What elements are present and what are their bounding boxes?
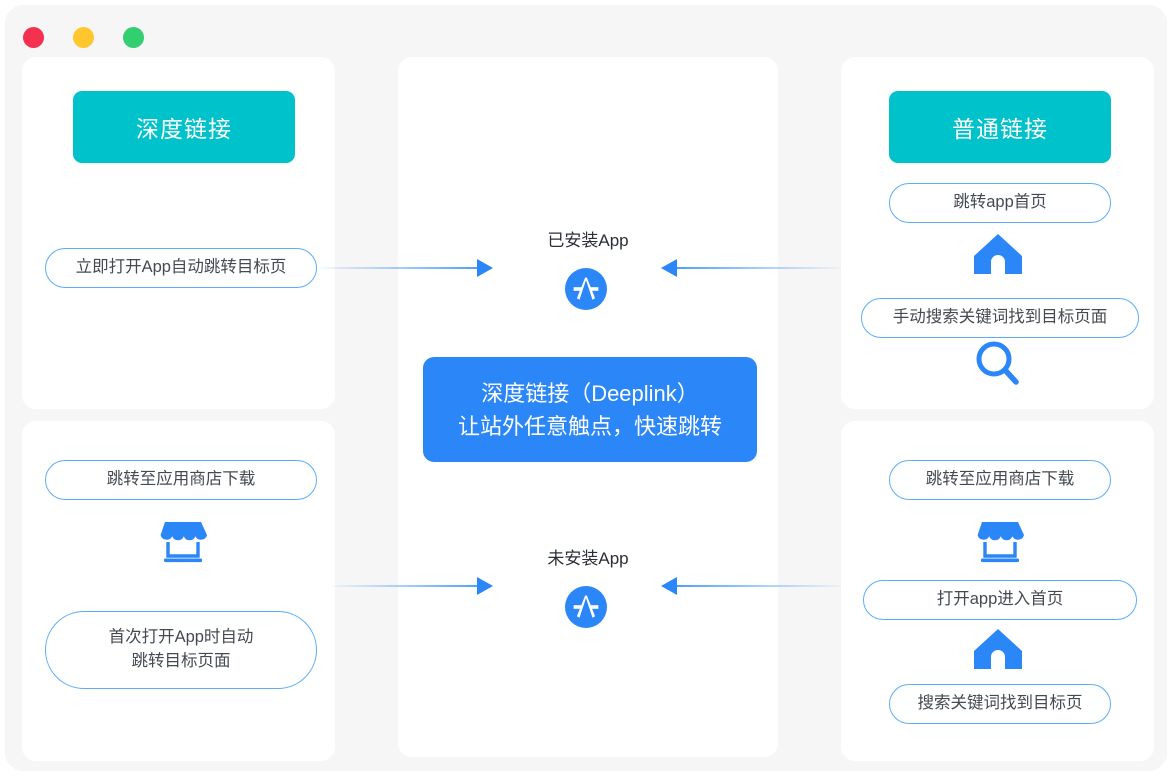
app-window: 深度链接 立即打开App自动跳转目标页 跳转至应用商店下载 首次打开App时自动… (5, 5, 1167, 771)
home-icon (971, 231, 1025, 277)
maximize-button[interactable] (123, 27, 144, 48)
step-goto-appstore-download-right[interactable]: 跳转至应用商店下载 (889, 460, 1111, 500)
header-deeplink[interactable]: 深度链接 (73, 91, 295, 163)
step-open-app-enter-home[interactable]: 打开app进入首页 (863, 580, 1137, 620)
store-icon (972, 512, 1028, 568)
arrow-right-to-installed-head (661, 259, 677, 277)
title-bar (5, 5, 1167, 62)
minimize-button[interactable] (73, 27, 94, 48)
arrow-left-to-uninstalled-head (477, 577, 493, 595)
appstore-icon (565, 268, 607, 310)
store-icon (155, 512, 211, 568)
deeplink-callout: 深度链接（Deeplink） 让站外任意触点，快速跳转 (423, 357, 757, 462)
close-button[interactable] (23, 27, 44, 48)
arrow-left-to-installed-line (319, 267, 479, 269)
arrow-left-to-installed-head (477, 259, 493, 277)
home-icon (971, 626, 1025, 672)
label-installed-app: 已安装App (547, 231, 629, 250)
label-uninstalled-app: 未安装App (547, 549, 629, 568)
appstore-icon (565, 586, 607, 628)
step-search-keyword-target-page[interactable]: 搜索关键词找到目标页 (889, 684, 1111, 724)
arrow-left-to-uninstalled-line (333, 585, 479, 587)
callout-line-1: 深度链接（Deeplink） (481, 380, 699, 406)
step-jump-app-home[interactable]: 跳转app首页 (889, 183, 1111, 223)
step-open-app-jump-target[interactable]: 立即打开App自动跳转目标页 (45, 248, 317, 288)
arrow-right-to-installed-line (677, 267, 841, 269)
search-icon (971, 338, 1025, 390)
callout-line-2: 让站外任意触点，快速跳转 (457, 413, 722, 439)
arrow-right-to-uninstalled-line (677, 585, 841, 587)
step-goto-appstore-download-left[interactable]: 跳转至应用商店下载 (45, 460, 317, 500)
arrow-right-to-uninstalled-head (661, 577, 677, 595)
header-normal-link[interactable]: 普通链接 (889, 91, 1111, 163)
step-first-open-auto-jump[interactable]: 首次打开App时自动 跳转目标页面 (45, 611, 317, 689)
step-manual-search-keyword-target-page[interactable]: 手动搜索关键词找到目标页面 (861, 298, 1139, 338)
